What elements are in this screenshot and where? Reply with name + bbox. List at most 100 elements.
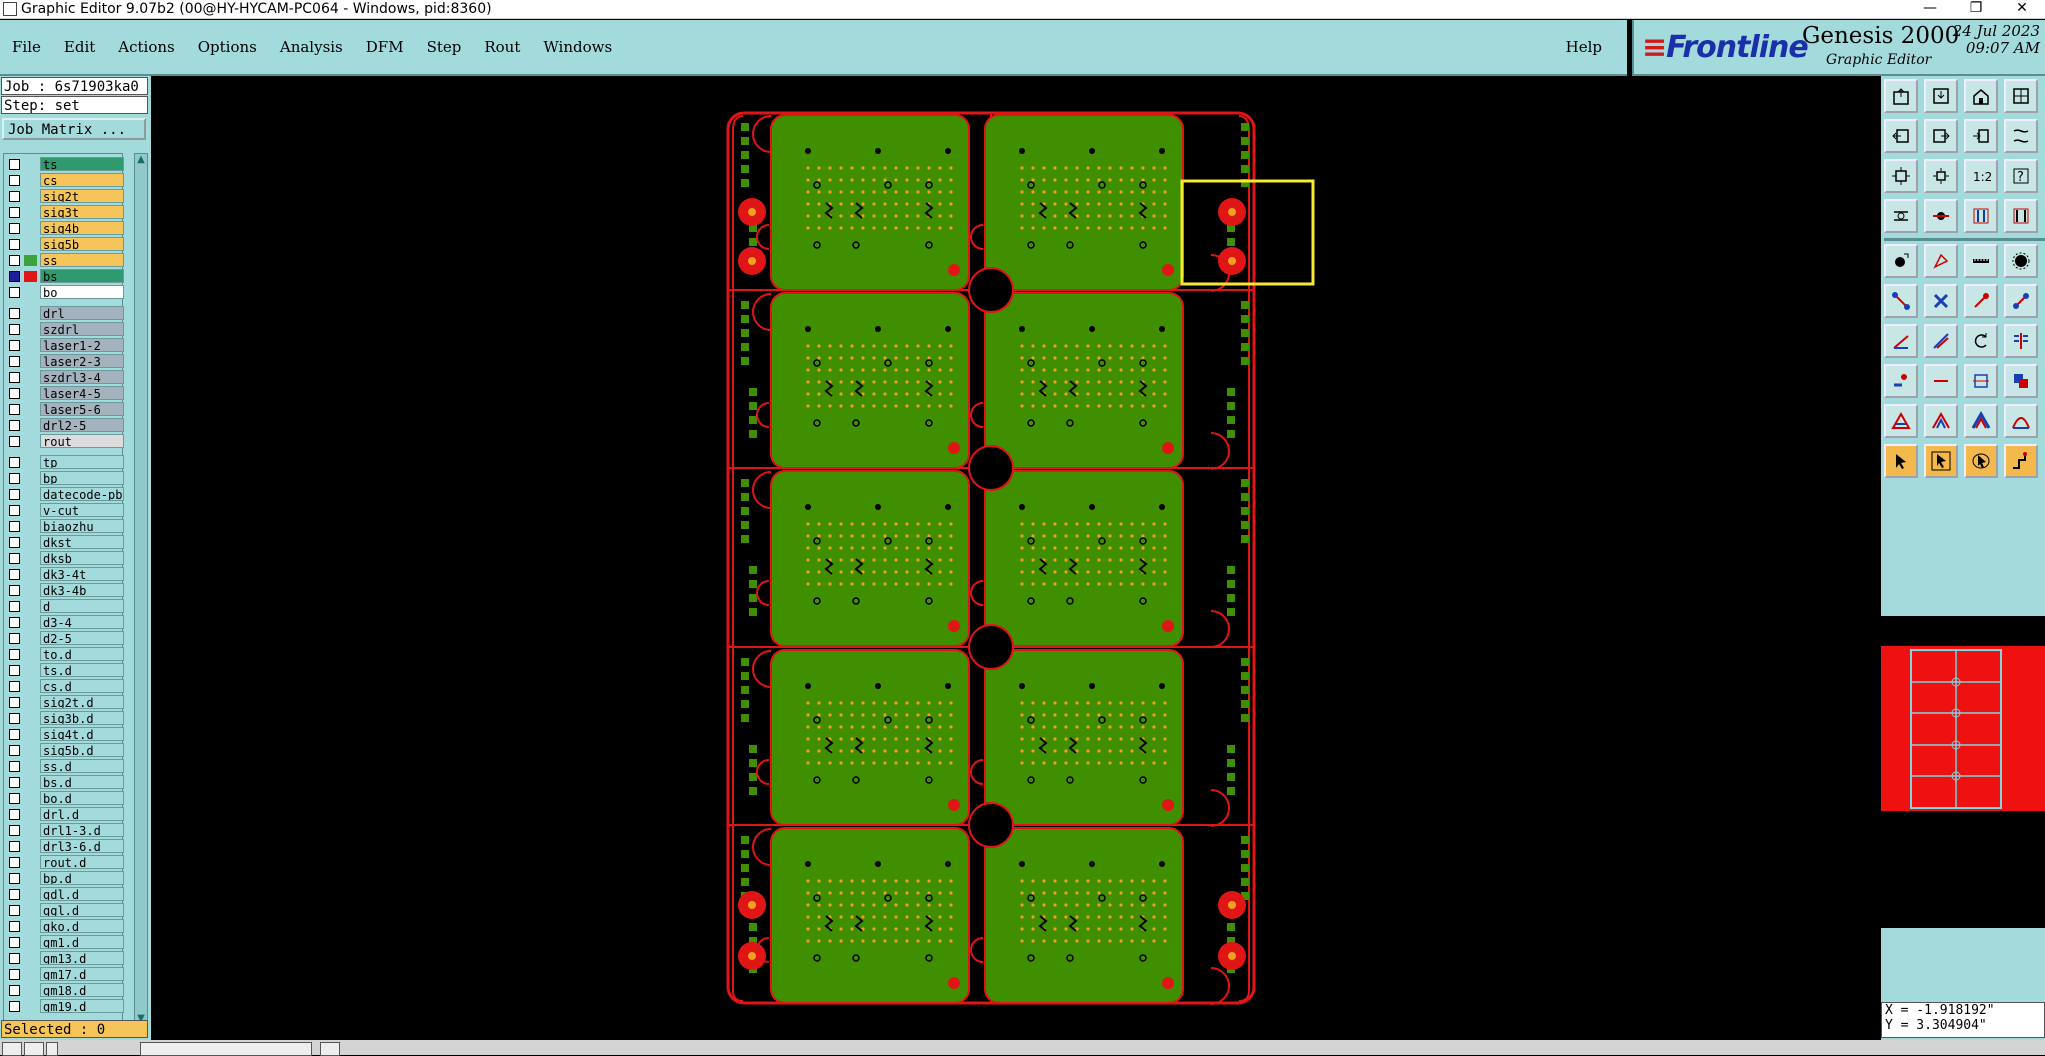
layer-checkbox[interactable]: [9, 356, 20, 367]
layer-row-gm19.d[interactable]: gm19.d: [4, 999, 124, 1014]
layer-row-bp.d[interactable]: bp.d: [4, 871, 124, 886]
layer-row-bo[interactable]: bo: [4, 285, 124, 300]
layer-name[interactable]: drl3-6.d: [40, 839, 124, 853]
layer-checkbox[interactable]: [9, 841, 20, 852]
status-button-1[interactable]: [2, 1042, 22, 1056]
layer-name[interactable]: dksb: [40, 551, 124, 565]
snap-tool-button[interactable]: [2004, 119, 2038, 153]
layer-row-bs[interactable]: bs: [4, 269, 124, 284]
pad-to-line-tool-button[interactable]: [1884, 364, 1918, 398]
layer-name[interactable]: sig3t: [40, 205, 124, 219]
zoom-fit-tool-button[interactable]: [1884, 159, 1918, 193]
add-pad-tool-button[interactable]: [1884, 244, 1918, 278]
menu-edit[interactable]: Edit: [63, 38, 96, 56]
layer-row-drl[interactable]: drl: [4, 306, 124, 321]
layer-checkbox[interactable]: [9, 809, 20, 820]
layer-row-cs.d[interactable]: cs.d: [4, 679, 124, 694]
select-route-tool-button[interactable]: [2004, 444, 2038, 478]
layer-checkbox[interactable]: [9, 505, 20, 516]
contour-tool-button[interactable]: [1924, 404, 1958, 438]
fill-tool-button[interactable]: [1964, 404, 1998, 438]
layer-checkbox[interactable]: [9, 937, 20, 948]
layer-name[interactable]: ss: [40, 253, 124, 267]
layer-name[interactable]: cs: [40, 173, 124, 187]
align-tool-button[interactable]: [2004, 199, 2038, 233]
layer-checkbox[interactable]: [9, 537, 20, 548]
layer-name[interactable]: dk3-4t: [40, 567, 124, 581]
layer-checkbox[interactable]: [9, 223, 20, 234]
layer-checkbox[interactable]: [9, 745, 20, 756]
layer-checkbox[interactable]: [9, 473, 20, 484]
scroll-down-icon[interactable]: ▼: [137, 1013, 145, 1024]
layer-checkbox[interactable]: [9, 665, 20, 676]
layer-row-ts.d[interactable]: ts.d: [4, 663, 124, 678]
panel-overview[interactable]: [1881, 616, 2045, 928]
layer-row-datecode-pbe[interactable]: datecode-pbe: [4, 487, 124, 502]
layer-row-sig2t.d[interactable]: sig2t.d: [4, 695, 124, 710]
circle-tool-button[interactable]: [2004, 244, 2038, 278]
layer-row-biaozhu[interactable]: biaozhu: [4, 519, 124, 534]
layer-name[interactable]: ts: [40, 157, 124, 171]
move-tool-button[interactable]: [1884, 284, 1918, 318]
layer-name[interactable]: sig2t: [40, 189, 124, 203]
layer-name[interactable]: bp: [40, 471, 124, 485]
layer-row-sig4t.d[interactable]: sig4t.d: [4, 727, 124, 742]
layer-row-laser5-6[interactable]: laser5-6: [4, 402, 124, 417]
layer-checkbox[interactable]: [9, 324, 20, 335]
layer-checkbox[interactable]: [9, 207, 20, 218]
layer-checkbox[interactable]: [9, 985, 20, 996]
menu-analysis[interactable]: Analysis: [279, 38, 343, 56]
mirror-tool-button[interactable]: [2004, 324, 2038, 358]
layer-row-drl3-6.d[interactable]: drl3-6.d: [4, 839, 124, 854]
select-lasso-tool-button[interactable]: [1964, 444, 1998, 478]
layer-row-to.d[interactable]: to.d: [4, 647, 124, 662]
layer-row-dksb[interactable]: dksb: [4, 551, 124, 566]
layer-checkbox[interactable]: [9, 569, 20, 580]
layer-checkbox[interactable]: [9, 761, 20, 772]
layer-name[interactable]: d3-4: [40, 615, 124, 629]
layer-row-sig5b[interactable]: sig5b: [4, 237, 124, 252]
layer-name[interactable]: gm19.d: [40, 999, 124, 1013]
layer-row-laser4-5[interactable]: laser4-5: [4, 386, 124, 401]
layer-row-d[interactable]: d: [4, 599, 124, 614]
layer-checkbox[interactable]: [9, 436, 20, 447]
layer-checkbox[interactable]: [9, 585, 20, 596]
layer-name[interactable]: sig5b: [40, 237, 124, 251]
layer-checkbox[interactable]: [9, 553, 20, 564]
measure-tool-button[interactable]: [1884, 199, 1918, 233]
cut-tool-button[interactable]: [1924, 364, 1958, 398]
layer-row-d2-5[interactable]: d2-5: [4, 631, 124, 646]
layer-row-ss[interactable]: ss: [4, 253, 124, 268]
layer-row-cs[interactable]: cs: [4, 173, 124, 188]
layer-checkbox[interactable]: [9, 649, 20, 660]
layer-checkbox[interactable]: [9, 159, 20, 170]
layer-name[interactable]: dkst: [40, 535, 124, 549]
layer-checkbox[interactable]: [9, 905, 20, 916]
restore-button[interactable]: ❐: [1969, 0, 1983, 16]
status-button-2[interactable]: [24, 1042, 44, 1056]
layer-checkbox[interactable]: [9, 1001, 20, 1012]
status-button-4[interactable]: [320, 1042, 340, 1056]
layer-name[interactable]: drl: [40, 306, 124, 320]
layer-checkbox[interactable]: [9, 729, 20, 740]
layer-checkbox[interactable]: [9, 793, 20, 804]
layer-display-swatch[interactable]: [24, 255, 37, 266]
layer-row-laser1-2[interactable]: laser1-2: [4, 338, 124, 353]
layer-row-ss.d[interactable]: ss.d: [4, 759, 124, 774]
layer-name[interactable]: to.d: [40, 647, 124, 661]
home-tool-button[interactable]: [1964, 79, 1998, 113]
graphic-canvas[interactable]: [151, 76, 1881, 1040]
layer-checkbox[interactable]: [9, 271, 20, 282]
layer-display-swatch[interactable]: [24, 271, 37, 282]
layer-row-gdl.d[interactable]: gdl.d: [4, 887, 124, 902]
layer-name[interactable]: sig4b: [40, 221, 124, 235]
scroll-up-icon[interactable]: ▲: [137, 154, 145, 165]
layer-row-drl1-3.d[interactable]: drl1-3.d: [4, 823, 124, 838]
layer-name[interactable]: gm13.d: [40, 951, 124, 965]
layer-checkbox[interactable]: [9, 681, 20, 692]
menu-file[interactable]: File: [12, 38, 41, 56]
layer-name[interactable]: tp: [40, 455, 124, 469]
layer-name[interactable]: gm17.d: [40, 967, 124, 981]
layer-row-sig2t[interactable]: sig2t: [4, 189, 124, 204]
layer-row-drl2-5[interactable]: drl2-5: [4, 418, 124, 433]
